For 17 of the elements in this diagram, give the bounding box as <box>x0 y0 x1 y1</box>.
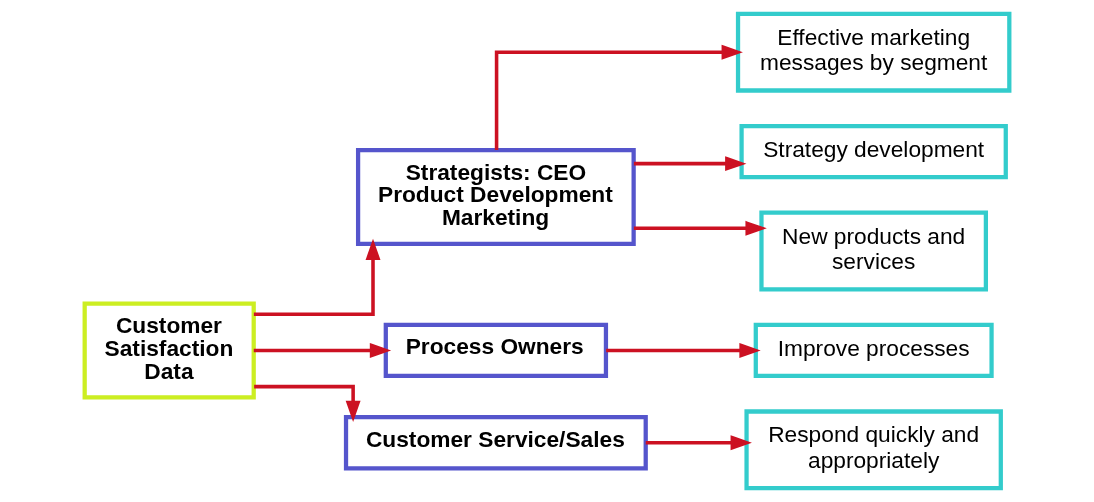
arrow <box>645 435 752 451</box>
arrow <box>253 238 381 316</box>
node-box: New products and services <box>759 210 988 292</box>
node-box: Improve processes <box>753 322 994 379</box>
arrow <box>606 342 761 358</box>
arrow <box>254 384 361 423</box>
arrow <box>633 220 767 236</box>
node-box: Process Owners <box>383 322 609 379</box>
node-box: Strategists: CEO Product Development Marketing <box>355 148 636 247</box>
node-box: Respond quickly and appropriately <box>744 409 1003 491</box>
node-box: Effective marketing messages by segment <box>735 11 1012 93</box>
node-box: Customer Satisfaction Data <box>82 301 256 400</box>
node-box: Strategy development <box>739 123 1008 180</box>
node-box: Customer Service/Sales <box>343 415 648 471</box>
arrow <box>633 156 747 172</box>
arrow <box>253 342 392 358</box>
arrow <box>494 44 743 150</box>
